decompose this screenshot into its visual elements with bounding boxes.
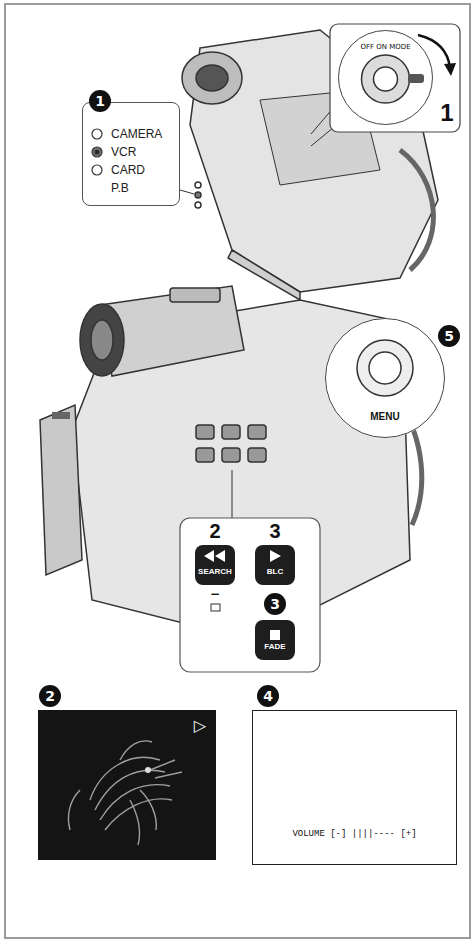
camcorder-side xyxy=(91,320,113,360)
search-symbol xyxy=(204,550,225,562)
leader-line xyxy=(180,190,194,194)
camcorder-side xyxy=(196,448,214,462)
leader-line xyxy=(180,100,345,194)
playback-picture xyxy=(140,790,156,830)
camcorder-top xyxy=(195,192,201,198)
node-text: MENU xyxy=(326,411,444,422)
menu-button-zoom xyxy=(325,318,445,438)
mode-lamp xyxy=(92,165,102,175)
step-number: 2 xyxy=(209,520,220,543)
mode-dial xyxy=(339,31,433,125)
turn-arrow xyxy=(418,35,450,68)
fade-button: FADE xyxy=(255,620,295,660)
menu-button-zoom xyxy=(369,352,401,384)
playback-picture xyxy=(150,760,175,770)
step-number: 1 xyxy=(440,99,453,127)
node-text: BLC xyxy=(255,567,295,576)
playback-picture xyxy=(155,772,182,778)
camcorder-side xyxy=(222,425,240,439)
camcorder-side xyxy=(248,425,266,439)
menu-button-zoom xyxy=(357,340,413,396)
camcorder-top xyxy=(182,52,242,104)
search-button: SEARCH xyxy=(195,545,235,585)
callout-number: 3 xyxy=(264,593,286,615)
camcorder-top xyxy=(182,30,438,300)
callout-number: 5 xyxy=(438,325,460,347)
playback-picture xyxy=(130,800,140,845)
node-text: ▷ xyxy=(48,716,206,735)
step-number: 3 xyxy=(269,520,280,543)
camcorder-top xyxy=(196,65,228,91)
leader-line xyxy=(232,470,233,518)
mode-lamp xyxy=(92,147,102,157)
playback-picture xyxy=(68,790,80,830)
mode-dial xyxy=(374,67,398,91)
node-text: OFF ON MODE xyxy=(339,43,432,51)
camcorder-top xyxy=(228,250,300,300)
leader-line xyxy=(232,470,233,518)
turn-arrow xyxy=(444,63,456,76)
node-text: CARD P.B xyxy=(111,161,155,197)
camcorder-top xyxy=(195,202,201,208)
camcorder-side xyxy=(40,405,82,575)
node-text: SEARCH xyxy=(195,567,235,576)
mode-dial: OFF ON MODE xyxy=(338,30,433,125)
blc-button: BLC xyxy=(255,545,295,585)
callout-number: 1 xyxy=(89,90,111,112)
camcorder-side xyxy=(196,425,214,439)
button-sign: − xyxy=(210,587,220,601)
playback-screen: ▷ xyxy=(38,710,216,860)
menu-button: MENU xyxy=(325,318,445,438)
callout-number: 2 xyxy=(39,685,61,707)
mode-lamp-panel: CAMERAVCRCARD P.B xyxy=(82,102,180,206)
page-frame xyxy=(5,4,470,938)
node-text: CAMERA xyxy=(111,125,173,143)
mode-dial xyxy=(408,74,424,83)
mode-dial xyxy=(362,55,410,103)
playback-picture xyxy=(38,710,216,860)
play-symbol xyxy=(270,550,281,562)
turn-arrow xyxy=(418,35,456,76)
playback-picture xyxy=(95,770,165,810)
mode-lamp xyxy=(92,129,102,175)
lamp-panel-ground xyxy=(82,102,180,206)
playback-picture xyxy=(38,710,216,860)
mode-lamp xyxy=(95,150,99,154)
node-text: VOLUME [-] ||||---- [+] xyxy=(253,829,456,839)
stop-symbol xyxy=(270,630,280,640)
camcorder-side xyxy=(222,448,240,462)
playback-picture xyxy=(68,741,182,845)
camcorder-side xyxy=(170,288,220,302)
camcorder-side xyxy=(248,448,266,462)
menu-button-zoom xyxy=(325,318,445,438)
camcorder-side xyxy=(52,412,70,419)
playback-picture xyxy=(120,741,152,760)
mode-lamp xyxy=(92,129,102,139)
small-icon xyxy=(211,604,220,611)
zoom-panel xyxy=(330,24,460,132)
playback-picture xyxy=(100,785,170,820)
node-text: VCR xyxy=(111,143,173,161)
camcorder-top xyxy=(195,182,201,188)
button-panel xyxy=(180,518,320,672)
camcorder-side xyxy=(80,304,124,376)
node-text: FADE xyxy=(255,642,295,651)
camcorder-top xyxy=(400,150,433,270)
callout-number: 4 xyxy=(257,685,279,707)
volume-screen: VOLUME [-] ||||---- [+] xyxy=(252,710,457,865)
mode-dial xyxy=(339,31,433,125)
playback-picture xyxy=(145,767,151,773)
